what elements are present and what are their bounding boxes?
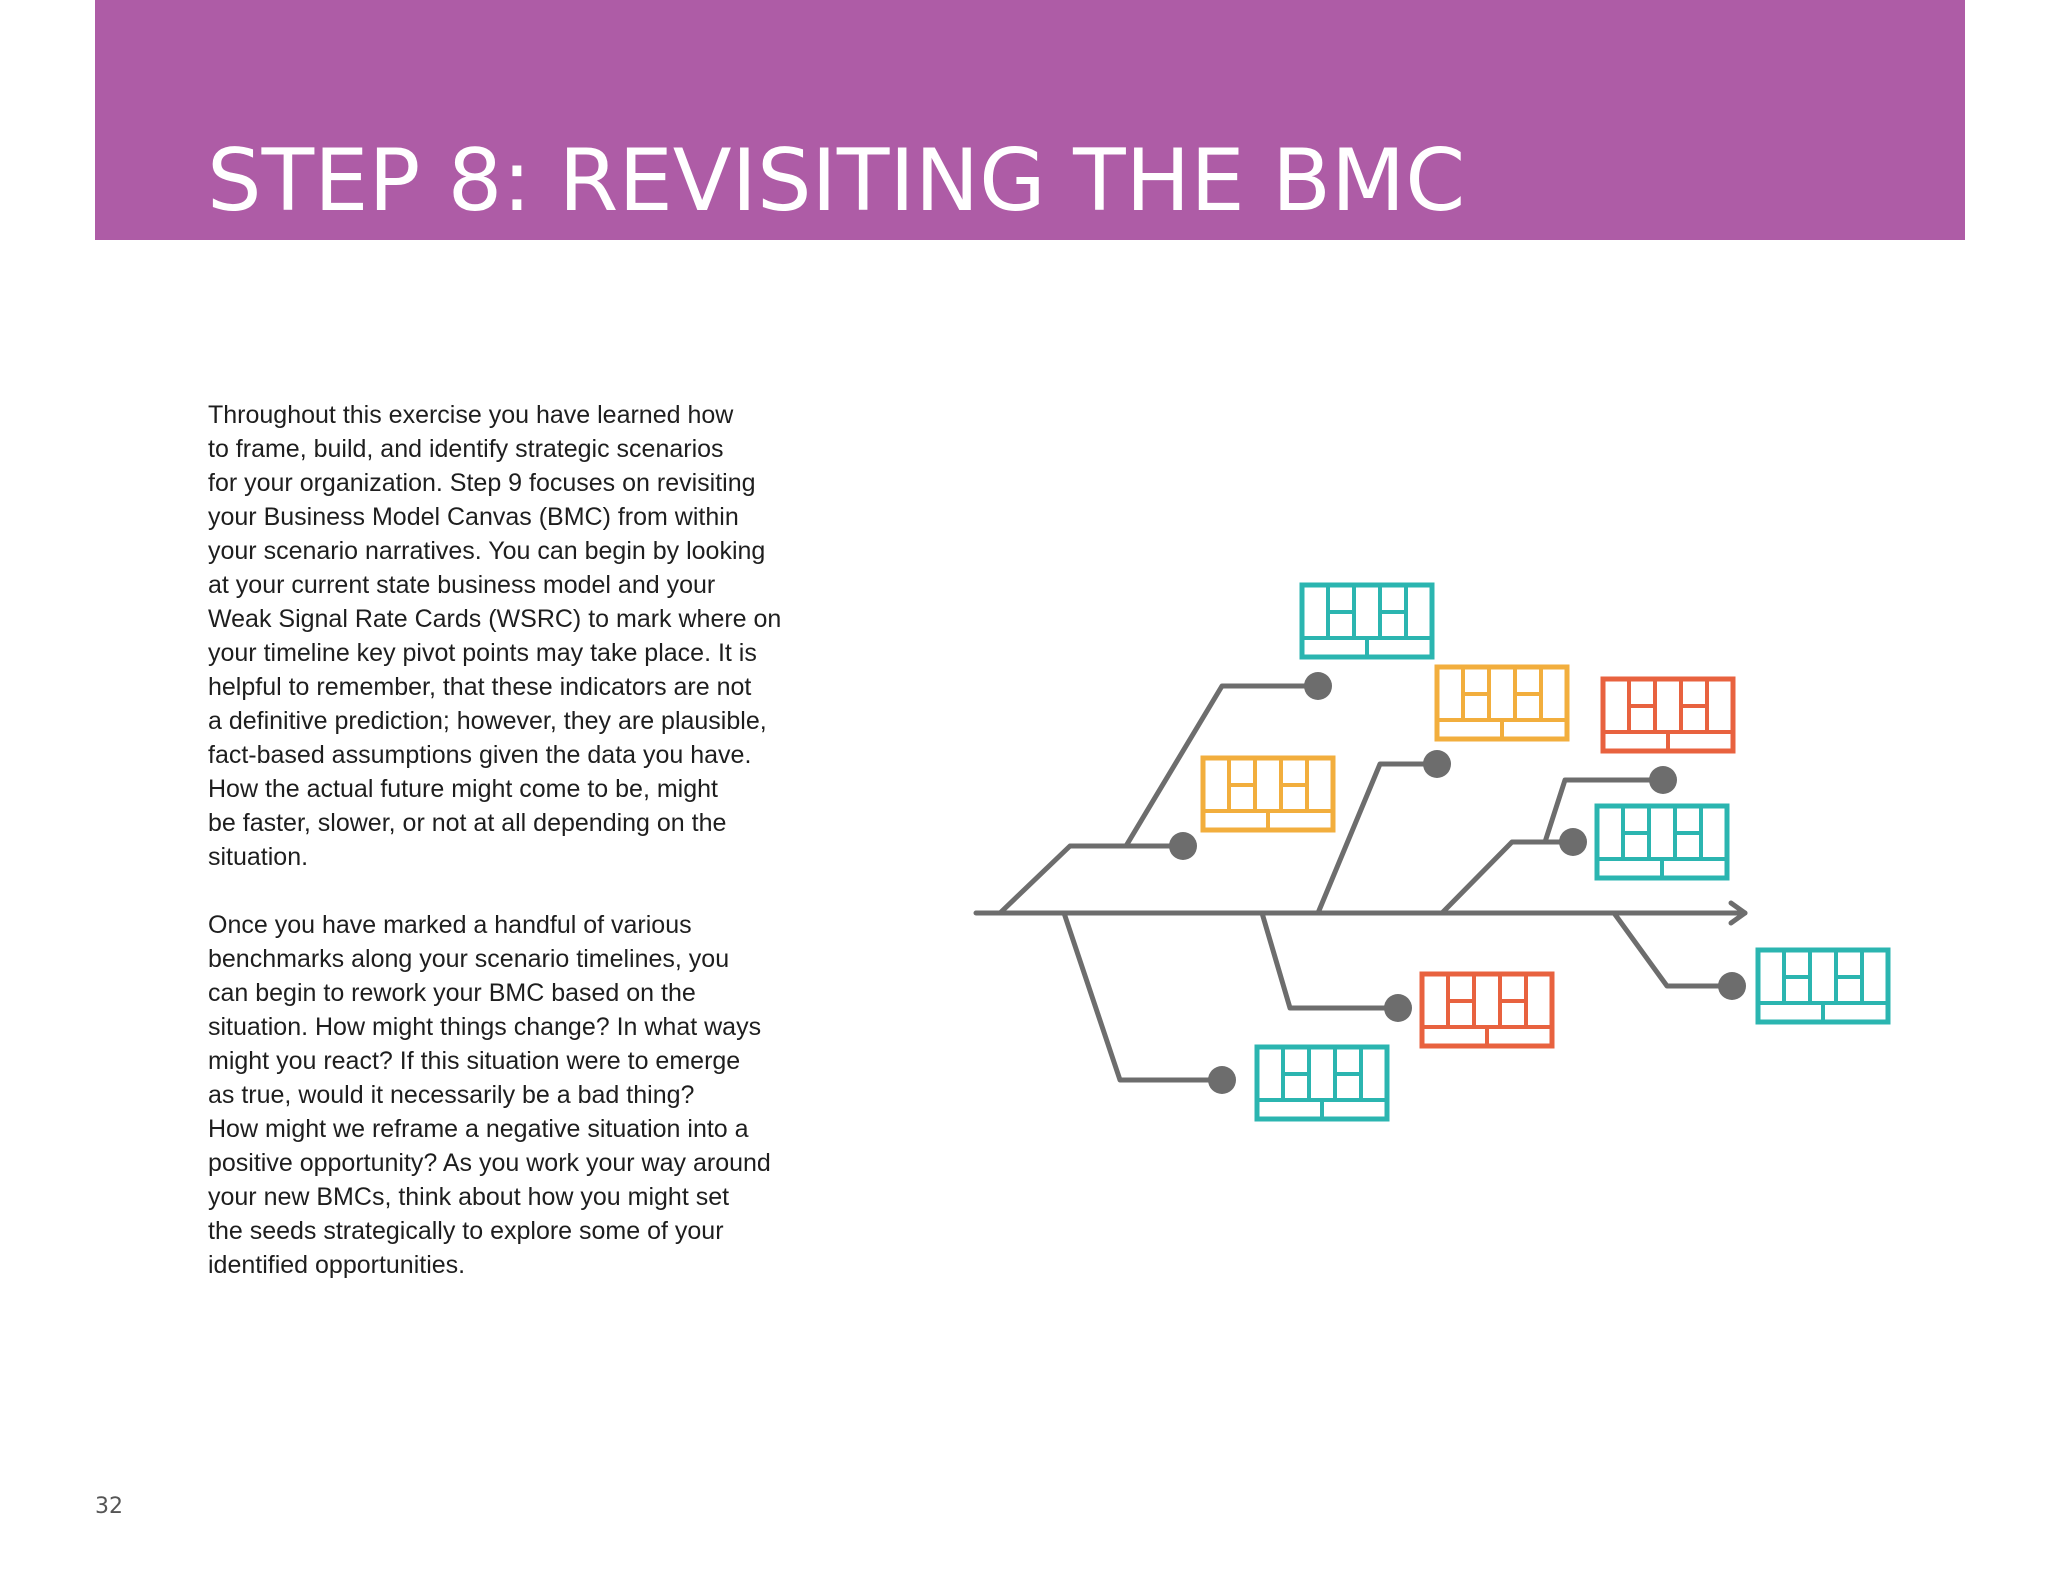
pivot-point xyxy=(1169,832,1197,860)
business-model-canvas-icon xyxy=(1302,585,1432,657)
header-band: STEP 8: REVISITING THE BMC xyxy=(95,0,1965,240)
page-title: STEP 8: REVISITING THE BMC xyxy=(207,131,1466,231)
business-model-canvas-icon xyxy=(1203,758,1333,830)
pivot-point xyxy=(1384,994,1412,1022)
pivot-point xyxy=(1559,828,1587,856)
pivot-point xyxy=(1423,750,1451,778)
business-model-canvas-icon xyxy=(1257,1047,1387,1119)
paragraph-intro: Throughout this exercise you have learne… xyxy=(208,401,782,871)
pivot-point xyxy=(1718,972,1746,1000)
business-model-canvas-icon xyxy=(1603,679,1733,751)
downward-branches xyxy=(1061,910,1735,1083)
pivot-point xyxy=(1304,672,1332,700)
business-model-canvas-icon xyxy=(1422,974,1552,1046)
scenario-timeline-diagram xyxy=(973,570,1910,1130)
bmc-canvas-icons xyxy=(1203,585,1888,1119)
main-timeline xyxy=(973,900,1748,926)
paragraph-benchmarks: Once you have marked a handful of variou… xyxy=(208,911,771,1279)
page-number: 32 xyxy=(95,1494,123,1519)
upward-branches xyxy=(997,683,1666,916)
pivot-point xyxy=(1649,766,1677,794)
body-text: Throughout this exercise you have learne… xyxy=(208,398,828,1316)
business-model-canvas-icon xyxy=(1597,806,1727,878)
pivot-point xyxy=(1208,1066,1236,1094)
business-model-canvas-icon xyxy=(1437,667,1567,739)
pivot-points xyxy=(1169,672,1746,1094)
business-model-canvas-icon xyxy=(1758,950,1888,1022)
